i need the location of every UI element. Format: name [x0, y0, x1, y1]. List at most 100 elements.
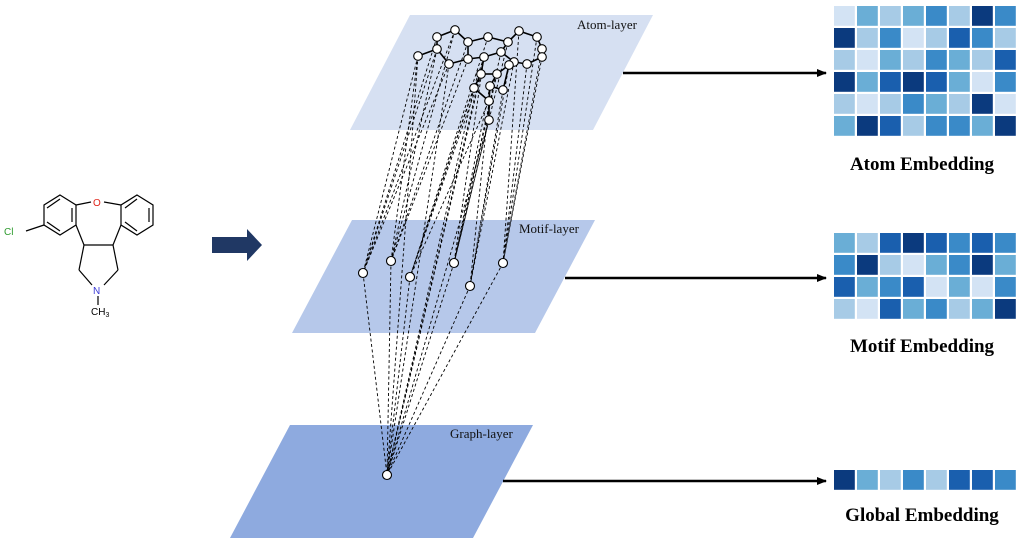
embedding-cell	[903, 6, 924, 26]
embedding-cell	[834, 255, 855, 275]
atom-node	[484, 96, 494, 106]
motif-to-graph-link	[386, 262, 504, 476]
atom-to-motif-link	[362, 36, 438, 274]
embedding-cell	[880, 277, 901, 297]
embedding-cell	[972, 470, 993, 490]
embedding-cell	[926, 6, 947, 26]
embedding-cell	[949, 72, 970, 92]
embedding-cell	[949, 470, 970, 490]
atom-to-graph-link	[386, 56, 485, 476]
atom-to-motif-link	[502, 63, 528, 264]
atom-to-motif-link	[453, 85, 491, 264]
left-ring-inner-bond	[46, 221, 61, 232]
atom-node	[444, 59, 454, 69]
embedding-cell	[834, 116, 855, 136]
embedding-cell	[834, 72, 855, 92]
atom-to-motif-link	[469, 100, 490, 287]
bond-to-oxygen	[75, 201, 92, 206]
embedding-cell	[857, 72, 878, 92]
embedding-cell	[834, 470, 855, 490]
embedding-cell	[857, 116, 878, 136]
molecule-structure	[25, 194, 154, 305]
hierarchy-connections	[362, 29, 543, 476]
atom-node	[485, 81, 495, 91]
atom-layer-label: Atom-layer	[577, 17, 638, 32]
embedding-cell	[903, 255, 924, 275]
embedding-cell	[972, 94, 993, 114]
embedding-cell	[880, 299, 901, 319]
embedding-cell	[834, 277, 855, 297]
global-embedding-matrix	[834, 470, 1016, 490]
right-ring-inner-bond	[124, 221, 138, 232]
embedding-cell	[995, 6, 1016, 26]
bond-to-oxygen	[103, 201, 122, 206]
embedding-cell	[857, 50, 878, 70]
atom-node	[450, 25, 460, 35]
embedding-cell	[880, 28, 901, 48]
atom-node	[463, 37, 473, 47]
embedding-cell	[949, 50, 970, 70]
ring-bond	[112, 224, 122, 246]
embedding-cell	[880, 116, 901, 136]
nitrogen-label: N	[93, 286, 100, 297]
motif-to-graph-link	[386, 276, 411, 476]
atom-node	[504, 60, 514, 70]
pyrrolidine-bond	[78, 269, 93, 286]
embedding-cell	[972, 28, 993, 48]
embedding-cell	[926, 233, 947, 253]
right-ring-inner-bond	[124, 198, 138, 209]
atom-node	[492, 69, 502, 79]
embedding-cell	[880, 72, 901, 92]
embedding-cell	[926, 299, 947, 319]
atom-to-motif-link	[390, 41, 469, 262]
atom-graph-nodes	[413, 25, 547, 125]
embedding-cell	[995, 299, 1016, 319]
atom-to-motif-link	[409, 36, 489, 278]
pyrrolidine-bond	[112, 244, 119, 271]
atom-to-motif-link	[469, 89, 504, 287]
embedding-cell	[857, 470, 878, 490]
graph-level-nodes	[381, 469, 393, 481]
atom-node	[432, 32, 442, 42]
embedding-cell	[903, 94, 924, 114]
transform-arrow	[212, 229, 262, 261]
atom-node	[496, 47, 506, 57]
atom-node	[537, 52, 547, 62]
atom-to-motif-link	[409, 100, 490, 278]
embedding-cell	[972, 72, 993, 92]
atom-node	[479, 52, 489, 62]
embedding-cell	[995, 470, 1016, 490]
atom-to-motif-link	[453, 73, 498, 264]
atom-node	[532, 32, 542, 42]
atom-to-motif-link	[502, 56, 543, 264]
atom-node	[469, 83, 479, 93]
atom-node	[514, 26, 524, 36]
ring-bond	[75, 224, 85, 246]
embedding-cell	[995, 50, 1016, 70]
atom-node	[432, 44, 442, 54]
atom-to-motif-link	[502, 30, 520, 264]
embedding-cell	[903, 470, 924, 490]
atom-node	[413, 51, 423, 61]
atom-to-graph-link	[386, 119, 490, 476]
global-embedding-label: Global Embedding	[845, 505, 999, 526]
embedding-cell	[926, 94, 947, 114]
embedding-cell	[903, 50, 924, 70]
embedding-cell	[949, 233, 970, 253]
embedding-cell	[857, 277, 878, 297]
embedding-cell	[926, 116, 947, 136]
atom-to-graph-link	[386, 73, 482, 476]
embedding-cell	[903, 299, 924, 319]
motif-to-graph-link	[386, 285, 471, 476]
atom-embedding-label: Atom Embedding	[850, 154, 995, 175]
embedding-cell	[926, 50, 947, 70]
embedding-cell	[995, 277, 1016, 297]
embedding-cell	[995, 72, 1016, 92]
motif-node	[448, 257, 460, 269]
atom-node	[463, 54, 473, 64]
embedding-cell	[926, 277, 947, 297]
embedding-cell	[995, 94, 1016, 114]
embedding-cell	[903, 277, 924, 297]
